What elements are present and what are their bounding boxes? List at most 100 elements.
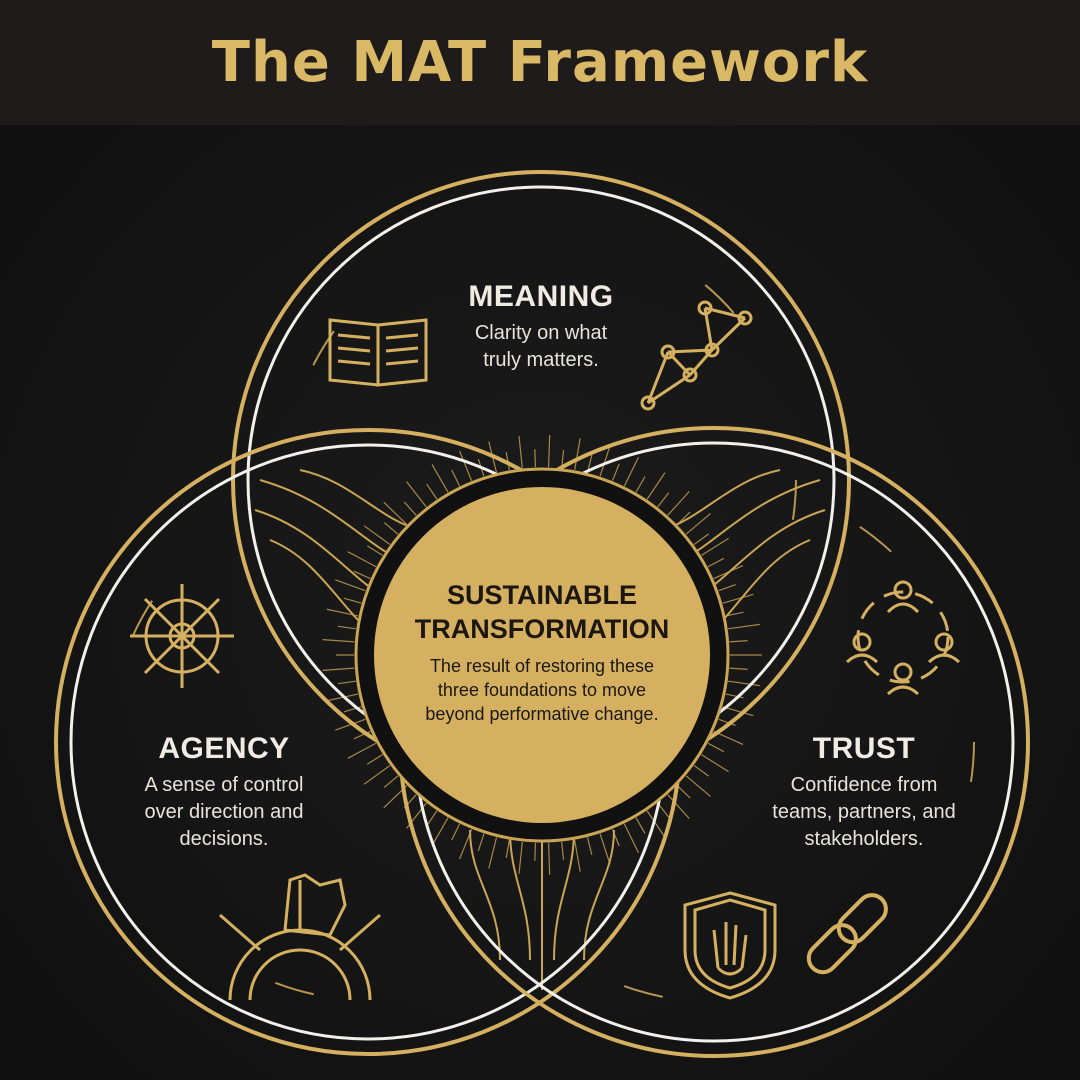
desc-line: stakeholders. <box>804 828 924 850</box>
ray <box>451 823 461 841</box>
ray <box>599 445 611 477</box>
desc-line: three foundations to move <box>437 680 647 700</box>
ray <box>547 435 551 468</box>
shield-hand-icon <box>683 891 777 1000</box>
ray <box>505 840 510 858</box>
desc-line: A sense of control <box>144 774 304 796</box>
hand-steering-wheel-icon <box>219 873 381 1001</box>
ray <box>406 481 427 508</box>
ray <box>729 640 748 643</box>
desc-line: beyond performative change. <box>425 704 659 724</box>
ray <box>586 837 593 856</box>
ray <box>322 667 355 671</box>
ray <box>623 823 639 853</box>
ray <box>347 551 377 568</box>
page-title: The MAT Framework <box>211 30 869 95</box>
ray <box>366 754 383 765</box>
center-label: SUSTAINABLE TRANSFORMATION The result of… <box>382 578 702 726</box>
ray <box>322 639 355 643</box>
center-description: The result of restoring these three foun… <box>382 654 702 726</box>
desc-line: teams, partners, and <box>772 801 956 823</box>
ray <box>534 842 537 861</box>
ray <box>343 597 362 604</box>
desc-line: Confidence from <box>790 774 938 796</box>
ray <box>725 611 744 617</box>
meaning-description: Clarity on what truly matters. <box>391 320 691 374</box>
trust-label: TRUST Confidence from teams, partners, a… <box>714 732 1014 853</box>
network-nodes-icon <box>640 300 753 411</box>
ray <box>337 680 356 685</box>
heading-line: SUSTAINABLE <box>446 580 637 610</box>
ray <box>477 833 485 852</box>
ray <box>611 463 620 481</box>
ray <box>718 718 736 727</box>
ray <box>363 765 391 785</box>
ray <box>335 718 366 731</box>
ray <box>518 841 523 874</box>
desc-line: over direction and <box>144 801 304 823</box>
ship-wheel-icon <box>130 584 234 688</box>
trust-description: Confidence from teams, partners, and sta… <box>714 772 1014 853</box>
ray <box>451 469 461 487</box>
ray <box>685 775 711 797</box>
ray <box>459 450 473 481</box>
ray <box>426 810 438 827</box>
ray <box>353 570 371 580</box>
ray <box>646 810 666 838</box>
ray <box>547 842 551 875</box>
meaning-heading: MEANING <box>468 280 614 313</box>
heading-line: TRANSFORMATION <box>414 614 670 644</box>
title-bar: The MAT Framework <box>0 0 1080 125</box>
ray <box>693 533 710 545</box>
ray <box>403 501 417 516</box>
ray <box>728 623 760 630</box>
meaning-label: MEANING Clarity on what truly matters. <box>391 280 691 374</box>
ray <box>431 817 449 846</box>
agency-heading: AGENCY <box>158 732 290 765</box>
ray <box>729 667 748 670</box>
ray <box>725 693 744 699</box>
ray <box>383 522 399 535</box>
ray <box>366 545 383 556</box>
desc-line: The result of restoring these <box>429 656 655 676</box>
ray <box>518 436 523 469</box>
ray <box>574 840 581 872</box>
center-heading: SUSTAINABLE TRANSFORMATION <box>382 578 702 646</box>
desc-line: decisions. <box>179 828 269 850</box>
ray <box>701 537 729 556</box>
ray <box>718 583 736 592</box>
ray <box>431 464 449 493</box>
ray <box>707 557 725 568</box>
ray <box>646 472 666 500</box>
agency-description: A sense of control over direction and de… <box>74 772 374 853</box>
desc-line: truly matters. <box>483 349 599 371</box>
ray <box>347 742 377 759</box>
ray <box>728 680 760 687</box>
ray <box>335 579 366 592</box>
ray <box>623 457 639 487</box>
ray <box>635 817 646 834</box>
ray <box>488 837 498 869</box>
desc-line: Clarity on what <box>474 322 608 344</box>
ray <box>337 625 356 630</box>
ray <box>599 833 611 865</box>
ray <box>701 754 729 773</box>
agency-label: AGENCY A sense of control over direction… <box>74 732 374 853</box>
ray <box>426 483 438 500</box>
ray <box>676 785 691 799</box>
ray <box>657 492 670 508</box>
ray <box>667 491 690 516</box>
ray <box>707 742 725 753</box>
chain-link-icon <box>806 893 888 975</box>
ray <box>383 501 408 525</box>
ray <box>635 476 646 493</box>
trust-heading: TRUST <box>812 732 916 765</box>
ray <box>383 775 399 788</box>
ray <box>722 706 754 717</box>
ray <box>722 593 754 604</box>
ray <box>561 841 565 860</box>
ray <box>534 449 537 468</box>
ray <box>685 513 711 535</box>
